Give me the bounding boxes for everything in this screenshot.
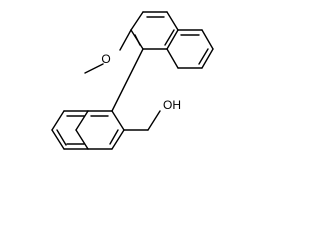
bond xyxy=(166,29,179,50)
bond xyxy=(147,110,161,131)
bond-double-inner xyxy=(134,34,141,46)
bond xyxy=(166,11,179,31)
bond xyxy=(51,110,65,131)
bond-double-inner xyxy=(164,29,175,46)
bond-double-inner xyxy=(198,48,209,65)
bond xyxy=(111,129,125,150)
bond xyxy=(130,11,144,31)
upper-naphthalene: O xyxy=(84,11,214,74)
bond xyxy=(111,110,125,131)
lower-naphthalene: OH xyxy=(51,98,181,150)
bond xyxy=(119,29,132,51)
biaryl-bond xyxy=(111,48,144,112)
chemical-structure-diagram: O OH xyxy=(51,11,214,150)
bond-double-inner xyxy=(56,129,67,146)
bond xyxy=(84,63,104,74)
bond xyxy=(201,29,214,50)
bond xyxy=(75,110,89,131)
bond xyxy=(51,129,65,150)
bond-double-inner xyxy=(109,129,119,145)
hydroxyl-label: OH xyxy=(163,98,181,112)
bond xyxy=(166,48,179,69)
bond xyxy=(75,129,89,150)
methoxy-oxygen-label: O xyxy=(101,52,110,66)
bond xyxy=(201,48,214,69)
